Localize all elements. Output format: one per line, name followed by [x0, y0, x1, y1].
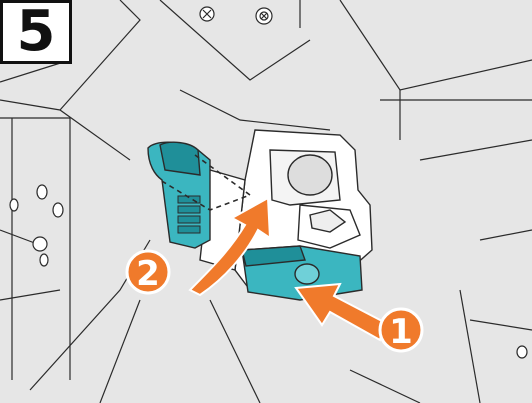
callout-2-label: 2 — [136, 254, 160, 294]
callout-1-label: 1 — [389, 312, 413, 352]
step-number-badge: 5 — [0, 0, 72, 64]
callout-1: 1 — [380, 309, 422, 352]
callout-2: 2 — [127, 251, 169, 294]
step-number: 5 — [17, 4, 56, 60]
